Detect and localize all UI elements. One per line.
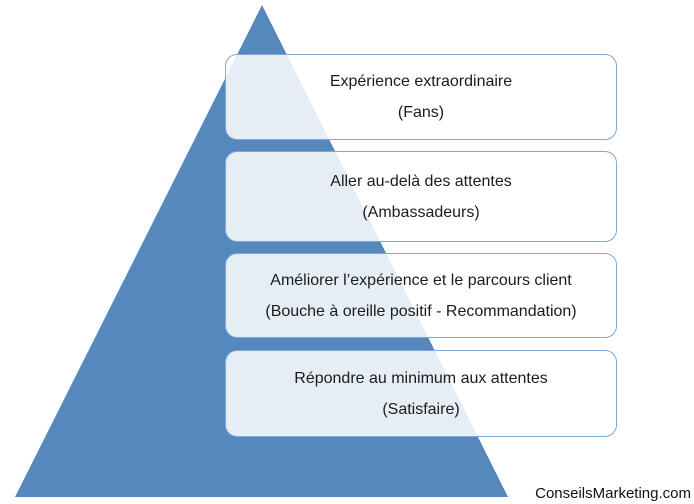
pyramid-level-1: Expérience extraordinaire (Fans): [225, 54, 617, 140]
level-title: Améliorer l’expérience et le parcours cl…: [270, 271, 572, 289]
level-subtitle: (Fans): [397, 104, 445, 121]
pyramid-level-2: Aller au-delà des attentes (Ambassadeurs…: [225, 151, 617, 242]
site-credit: ConseilsMarketing.com: [535, 485, 691, 502]
level-subtitle: (Bouche à oreille positif - Recommandati…: [265, 302, 577, 320]
level-title: Répondre au minimum aux attentes: [294, 369, 548, 387]
level-title: Aller au-delà des attentes: [330, 172, 512, 190]
pyramid-level-3: Améliorer l’expérience et le parcours cl…: [225, 253, 617, 338]
level-subtitle: (Ambassadeurs): [362, 203, 480, 221]
pyramid-level-4: Répondre au minimum aux attentes (Satisf…: [225, 350, 617, 437]
level-subtitle: (Satisfaire): [382, 400, 460, 418]
level-title: Expérience extraordinaire: [329, 73, 513, 90]
